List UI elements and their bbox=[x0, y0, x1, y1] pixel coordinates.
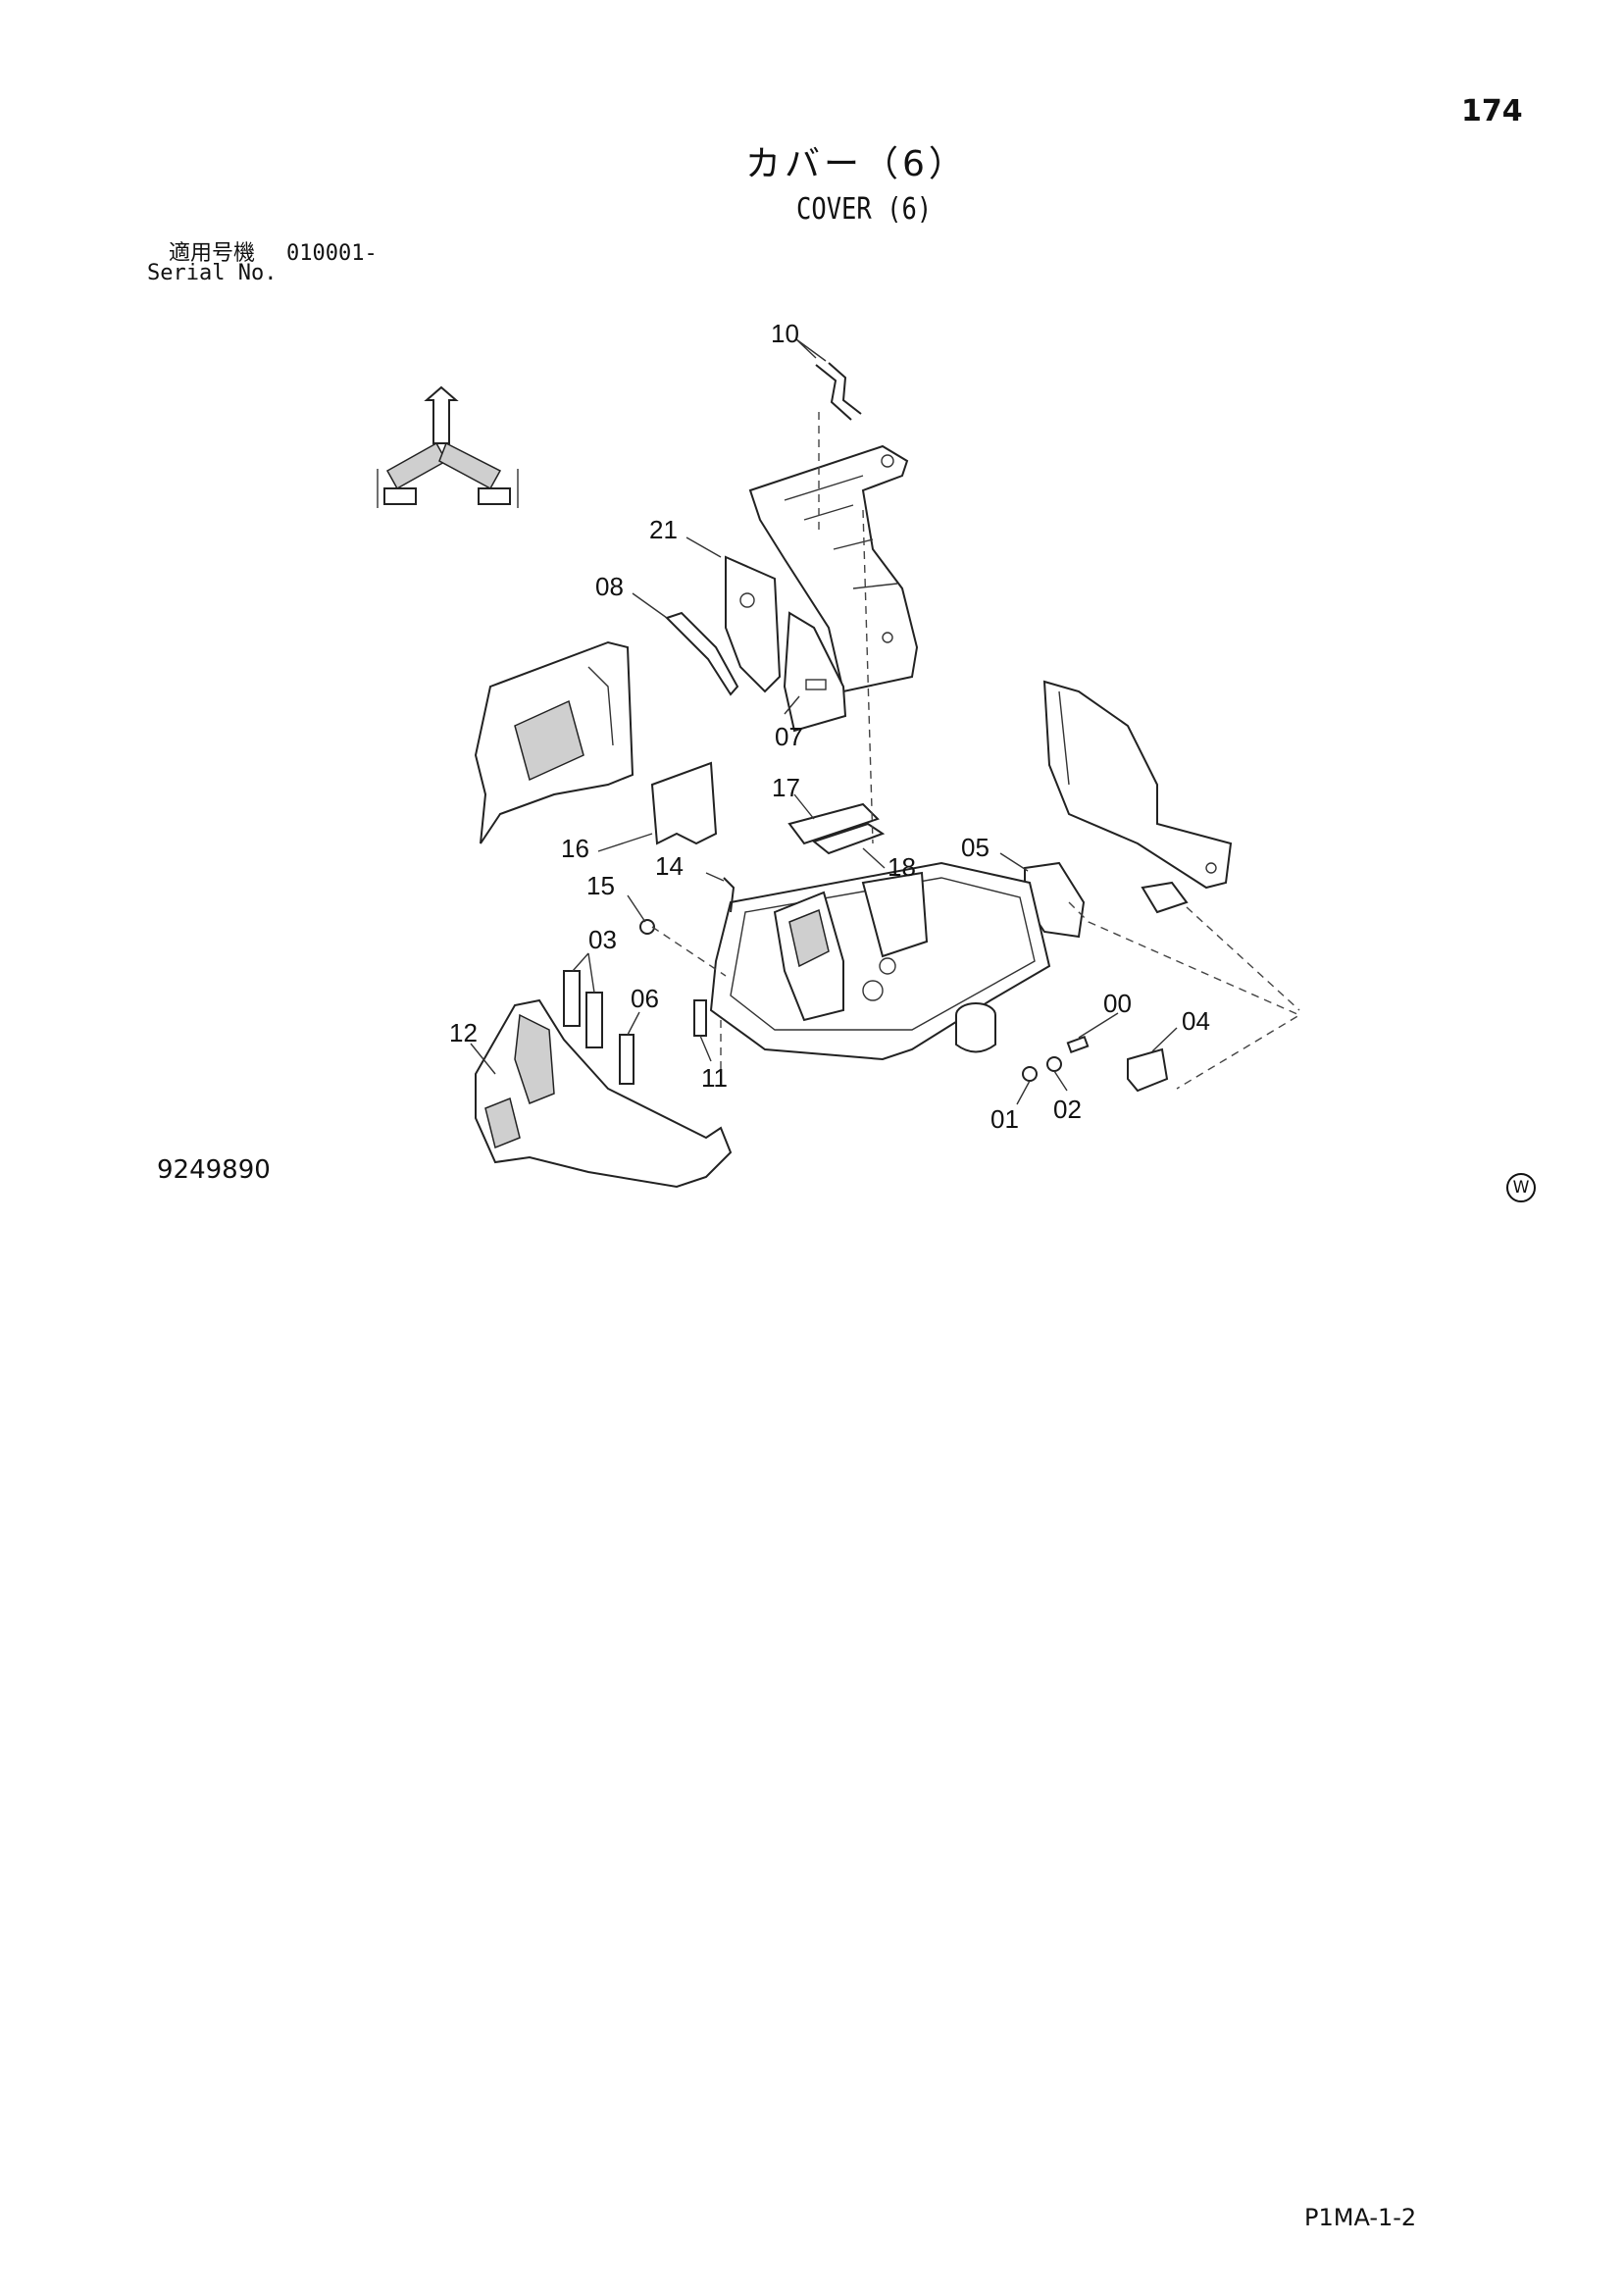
part-02-washer bbox=[1046, 1056, 1062, 1072]
callout-08: 08 bbox=[595, 572, 624, 601]
callout-21: 21 bbox=[649, 515, 678, 544]
serial-label-japanese: 適用号機 010001- bbox=[169, 235, 378, 267]
part-04-bracket bbox=[1127, 1047, 1169, 1093]
part-10-shape bbox=[815, 362, 862, 421]
callout-14: 14 bbox=[655, 851, 684, 881]
serial-label-english: Serial No. bbox=[147, 261, 278, 285]
callout-16: 16 bbox=[561, 834, 589, 863]
callout-15: 15 bbox=[586, 871, 615, 900]
part-01-cap bbox=[1022, 1066, 1038, 1082]
callout-10: 10 bbox=[771, 319, 799, 348]
w-mark: W bbox=[1506, 1173, 1536, 1202]
callout-07: 07 bbox=[775, 722, 803, 751]
right-rear-cover bbox=[1042, 680, 1233, 890]
left-side-cover bbox=[474, 640, 634, 844]
page-number: 174 bbox=[1461, 94, 1523, 128]
main-floor-frame bbox=[709, 861, 1051, 1061]
rear-bracket bbox=[1141, 881, 1189, 914]
callout-02: 02 bbox=[1053, 1095, 1082, 1124]
title-japanese: カバー（6） bbox=[745, 144, 968, 184]
front-lower-cover bbox=[475, 998, 733, 1189]
part-00-pin bbox=[1066, 1035, 1090, 1054]
title-english: COVER (6) bbox=[796, 192, 933, 227]
leader-lines bbox=[470, 338, 1178, 1105]
callout-12: 12 bbox=[449, 1018, 478, 1047]
callout-18: 18 bbox=[888, 852, 916, 882]
callout-17: 17 bbox=[772, 773, 800, 802]
footer-code: P1MA-1-2 bbox=[1304, 2204, 1417, 2231]
part-08-strip bbox=[665, 611, 739, 696]
part-03-block-2 bbox=[585, 992, 603, 1048]
assembly-lines bbox=[651, 412, 1301, 1090]
part-06-block bbox=[619, 1034, 634, 1085]
callout-04: 04 bbox=[1182, 1006, 1210, 1036]
part-03-block-1 bbox=[563, 970, 581, 1027]
callout-00: 00 bbox=[1103, 989, 1132, 1018]
part-11-block bbox=[693, 999, 707, 1037]
callout-06: 06 bbox=[631, 984, 659, 1013]
part-17-strip bbox=[787, 802, 880, 845]
callout-05: 05 bbox=[961, 833, 990, 862]
part-15-nut bbox=[639, 919, 655, 935]
upper-console-cover bbox=[748, 444, 919, 693]
drawing-number: 9249890 bbox=[157, 1155, 271, 1185]
serial-label-jp: 適用号機 bbox=[169, 241, 256, 266]
serial-value: 010001- bbox=[286, 241, 378, 266]
part-14-clip bbox=[723, 877, 736, 913]
callout-11: 11 bbox=[701, 1063, 728, 1093]
orientation-arrow-icon bbox=[377, 385, 519, 508]
part-16-panel bbox=[650, 761, 718, 845]
part-07-panel bbox=[783, 611, 847, 733]
part-18-strip bbox=[811, 822, 886, 855]
part-21-plate bbox=[725, 555, 782, 693]
callout-03: 03 bbox=[588, 925, 617, 954]
callout-01: 01 bbox=[990, 1104, 1019, 1134]
